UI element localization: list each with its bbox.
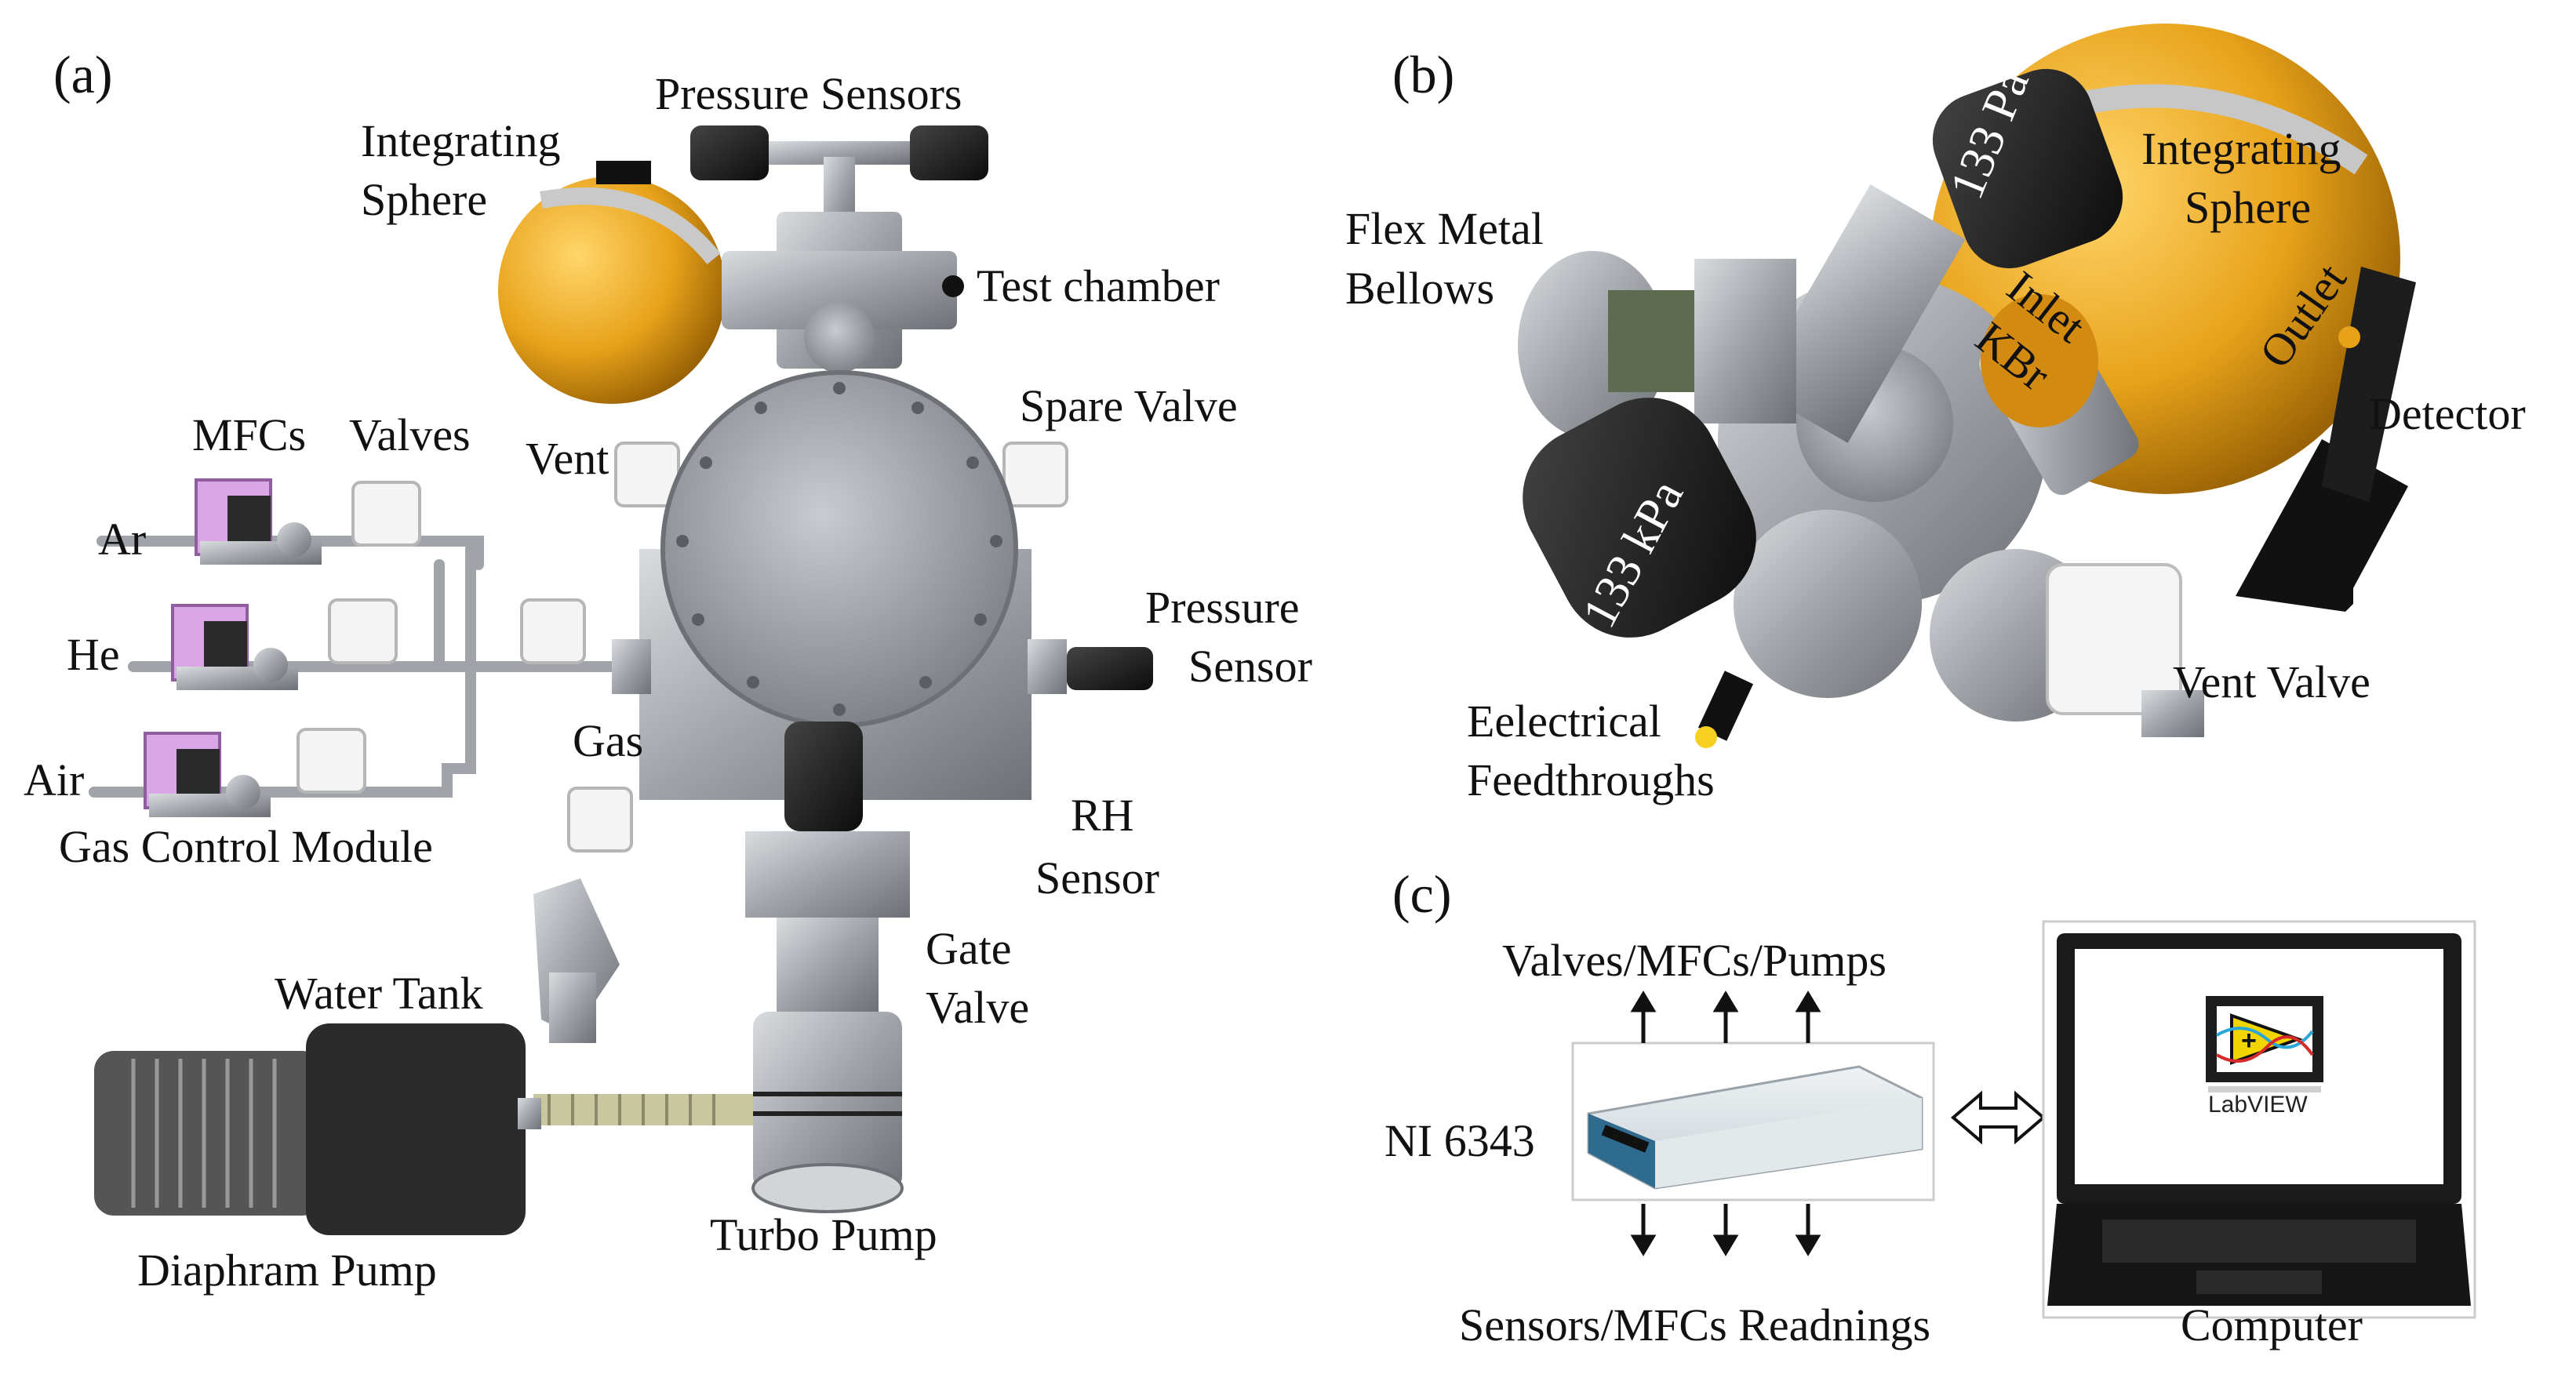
label-gate-valve: Valve	[926, 982, 1030, 1033]
label-vent-valve: Vent Valve	[2173, 656, 2370, 707]
bidirectional-arrow	[1950, 1090, 2047, 1145]
diaphram-pump	[94, 1023, 541, 1235]
input-arrows	[1630, 1204, 1821, 1256]
output-arrows	[1630, 991, 1821, 1043]
electrical-feedthroughs	[1695, 671, 1754, 748]
gauge-133-kpa	[1523, 398, 1756, 638]
turbo-pump	[745, 831, 910, 1213]
label-sphere-b: Sphere	[2185, 182, 2312, 233]
label-sphere-a: Sphere	[361, 174, 488, 225]
main-chamber	[612, 370, 1153, 831]
label-ni-6343: NI 6343	[1384, 1115, 1535, 1166]
panel-b-illustration	[1518, 24, 2416, 748]
detector	[2236, 267, 2416, 612]
label-labview: LabVIEW	[2208, 1092, 2308, 1118]
vent-valve-b	[2046, 563, 2204, 737]
label-sensors-readings: Sensors/MFCs Readnings	[1459, 1299, 1931, 1350]
label-diaphram-pump: Diaphram Pump	[137, 1245, 437, 1296]
gas-valves	[297, 442, 1068, 852]
label-pressure-sensors: Pressure Sensors	[655, 68, 962, 119]
label-spare-valve: Spare Valve	[1020, 380, 1238, 431]
integrating-sphere-a	[498, 161, 726, 404]
panel-label-c: (c)	[1392, 864, 1452, 924]
panel-c-illustration: +	[1571, 920, 2476, 1319]
label-feedthroughs: Feedthroughs	[1467, 754, 1715, 805]
label-test-chamber: Test chamber	[977, 260, 1220, 311]
label-detector: Detector	[2369, 388, 2526, 439]
panel-a-illustration	[89, 125, 1153, 1235]
labview-logo: +	[2206, 996, 2323, 1092]
label-ar: Ar	[98, 514, 147, 565]
bellows-a	[533, 1094, 753, 1125]
label-valves: Valves	[349, 409, 471, 460]
svg-text:+: +	[2241, 1026, 2257, 1056]
mfc-ar	[195, 478, 322, 565]
label-pressure: Pressure	[1145, 582, 1300, 633]
label-gas: Gas	[573, 715, 644, 766]
label-pressure-sensor: Sensor	[1188, 641, 1312, 692]
laptop	[2042, 920, 2476, 1319]
label-mfcs: MFCs	[192, 409, 307, 460]
label-rh: RH	[1071, 790, 1134, 841]
label-gas-control-module: Gas Control Module	[59, 821, 433, 872]
mfc-air	[144, 732, 271, 817]
label-bellows: Bellows	[1345, 263, 1495, 314]
mfc-he	[171, 604, 298, 690]
water-tank	[533, 878, 620, 1043]
label-computer: Computer	[2181, 1299, 2363, 1350]
label-valves-mfcs-pumps: Valves/MFCs/Pumps	[1502, 935, 1887, 986]
label-he: He	[67, 629, 120, 680]
panel-label-a: (a)	[53, 45, 113, 104]
panel-label-b: (b)	[1392, 45, 1455, 104]
label-eelectrical: Eelectrical	[1467, 696, 1661, 747]
gauge-133-pa	[1932, 68, 2123, 269]
flex-metal-bellows	[1518, 251, 1796, 439]
label-flex-metal: Flex Metal	[1345, 203, 1544, 254]
label-rh-sensor: Sensor	[1035, 852, 1159, 903]
label-gate: Gate	[926, 923, 1012, 974]
label-vent: Vent	[526, 433, 609, 484]
label-air: Air	[24, 754, 85, 805]
label-turbo-pump: Turbo Pump	[710, 1209, 937, 1260]
label-water-tank: Water Tank	[275, 968, 483, 1019]
label-integrating-a: Integrating	[361, 115, 561, 166]
ni-6343-device	[1587, 1065, 1923, 1190]
label-integrating-b: Integrating	[2141, 123, 2341, 174]
